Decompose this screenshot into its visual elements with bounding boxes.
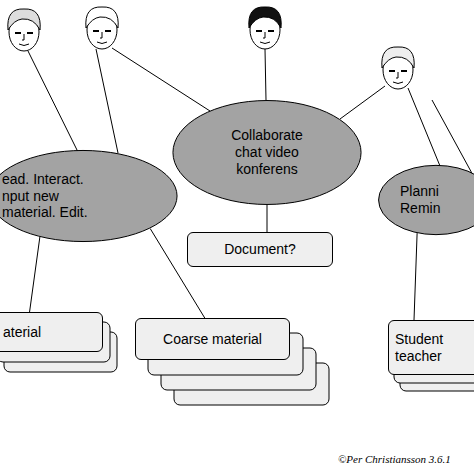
person-face (382, 47, 414, 89)
person-face (8, 9, 40, 51)
activity-ellipse: ead. Interact. nput new material. Edit. (0, 150, 178, 242)
node-text: aterial (3, 324, 41, 341)
node-text: Document? (224, 241, 296, 258)
node-text: Student teacher (395, 331, 443, 365)
person-face (86, 7, 118, 49)
node-text: Collaborate chat video konferens (231, 127, 303, 177)
person-face (249, 7, 281, 49)
node-text: ead. Interact. nput new material. Edit. (2, 171, 107, 221)
document-box: Document? (187, 232, 333, 267)
connector-line (414, 233, 417, 320)
node-text: Coarse material (163, 331, 262, 348)
copyright-note: ©Per Christiansson 3.6.1 (338, 453, 451, 465)
node-text: Planni Remin (400, 183, 440, 217)
activity-ellipse: Planni Remin (378, 165, 474, 235)
connector-line (30, 237, 40, 312)
connector-line (267, 205, 268, 232)
document-box: Coarse material (135, 318, 290, 360)
document-box: Student teacher (388, 320, 474, 375)
document-box: aterial (0, 312, 103, 352)
activity-ellipse: Collaborate chat video konferens (172, 100, 362, 205)
